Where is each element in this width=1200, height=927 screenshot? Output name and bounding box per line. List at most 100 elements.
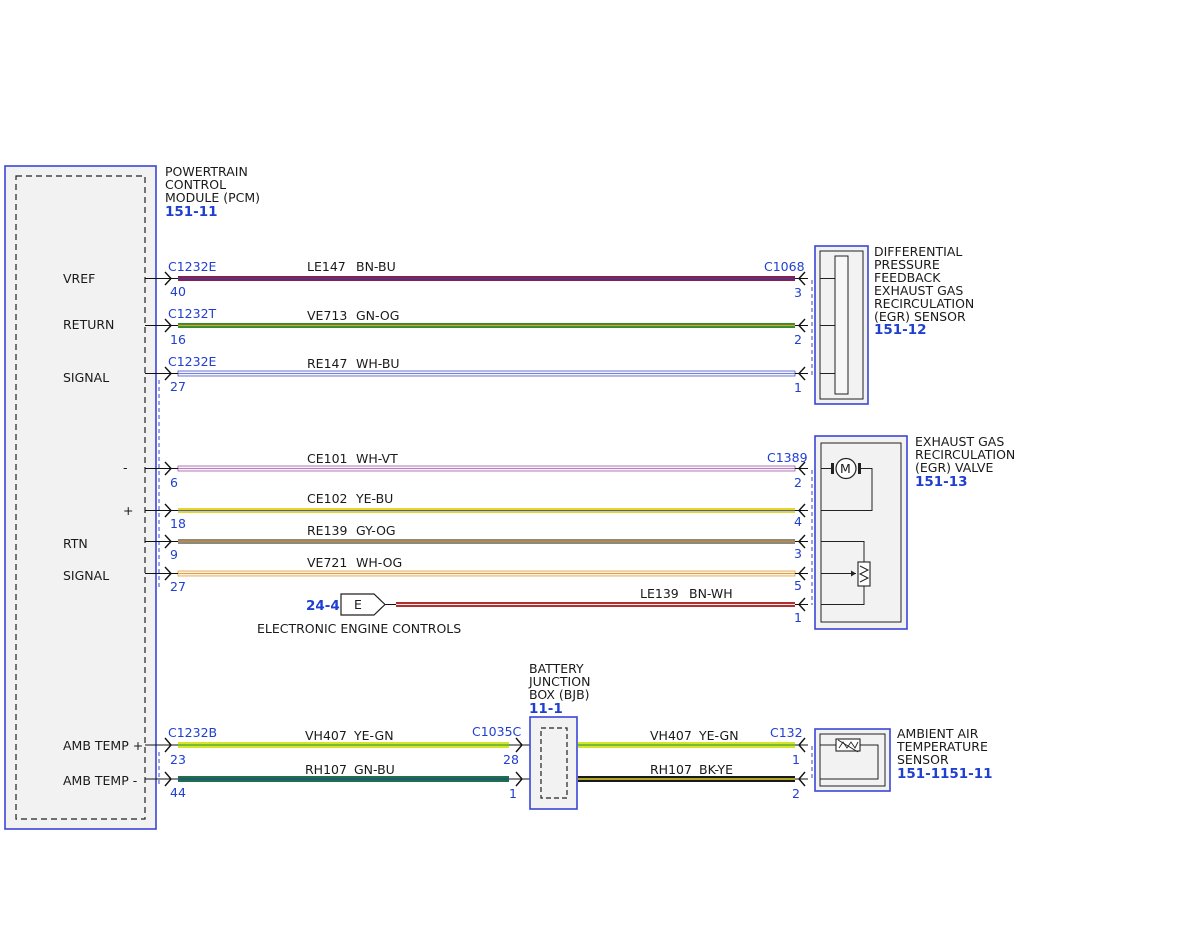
w3-dev-pin: 1: [794, 380, 802, 395]
bjb-name-line-2: JUNCTION: [528, 674, 590, 689]
pcm-ref-link[interactable]: 151-11: [165, 204, 218, 220]
w9a-circuit: VH407: [305, 728, 347, 743]
w9a-pcm-connector: C1232B: [168, 725, 217, 740]
iat-name-line-2: TEMPERATURE: [896, 739, 988, 754]
pcm-name-line-1: POWERTRAIN: [165, 164, 248, 179]
wire-labels: C1232E 40 LE147 BN-BU C1068 3 C1232T 16 …: [168, 259, 808, 801]
w1-dev-pin: 3: [794, 285, 802, 300]
w6-dev-pin: 3: [794, 546, 802, 561]
w2-color: GN-OG: [356, 308, 399, 323]
eec-ref-link[interactable]: 24-4: [306, 598, 340, 614]
dpfe-ref-link[interactable]: 151-12: [874, 322, 927, 338]
wire-le147[interactable]: [145, 276, 808, 281]
w8-dev-pin: 1: [794, 610, 802, 625]
ambient-air-temp-sensor: AMBIENT AIR TEMPERATURE SENSOR 151-1 151…: [814, 726, 993, 792]
w1-dev-connector: C1068: [764, 259, 805, 274]
w2-pcm-pin: 16: [170, 332, 186, 347]
w2-circuit: VE713: [307, 308, 347, 323]
w7-color: WH-OG: [356, 555, 402, 570]
w6-pcm-pin: 9: [170, 547, 178, 562]
wire-vh407-bjb-sensor[interactable]: [578, 742, 808, 748]
w3-circuit: RE147: [307, 356, 347, 371]
w1-circuit: LE147: [307, 259, 346, 274]
w6-circuit: RE139: [307, 523, 347, 538]
w4-circuit: CE101: [307, 451, 348, 466]
w4-pcm-pin: 6: [170, 475, 178, 490]
wire-ve713[interactable]: [145, 323, 808, 328]
w9a-bjb-connector: C1035C: [472, 724, 522, 739]
w2-dev-pin: 2: [794, 332, 802, 347]
pcm-pin-vref: VREF: [63, 271, 95, 286]
dpfe-sensor: DIFFERENTIAL PRESSURE FEEDBACK EXHAUST G…: [814, 244, 974, 405]
w9a-pcm-pin: 23: [170, 752, 186, 767]
egr-ref-link[interactable]: 151-13: [915, 474, 968, 490]
w1-color: BN-BU: [356, 259, 396, 274]
dpfe-name-line-3: FEEDBACK: [874, 270, 941, 285]
iat-ref-link-2[interactable]: 151-11: [940, 766, 993, 782]
bjb-name-line-1: BATTERY: [529, 661, 584, 676]
eec-offpage-connector-icon: [340, 593, 386, 616]
pcm-border: [4, 165, 157, 830]
eec-label: ELECTRONIC ENGINE CONTROLS: [257, 621, 461, 636]
motor-icon: [835, 457, 857, 480]
wire-ve721[interactable]: [145, 570, 808, 577]
pcm-pin-rtn: RTN: [63, 536, 88, 551]
w3-pcm-pin: 27: [170, 379, 186, 394]
pcm-module: POWERTRAIN CONTROL MODULE (PCM) 151-11 V…: [4, 164, 260, 830]
w10a-color: GN-BU: [354, 762, 395, 777]
w4-dev-pin: 2: [794, 475, 802, 490]
w8-color: BN-WH: [689, 586, 733, 601]
w5-circuit: CE102: [307, 491, 348, 506]
egr-valve: M EXHAUST GAS RECIRCULATION (EGR) VALVE …: [814, 434, 1015, 630]
w5-dev-pin: 4: [794, 514, 802, 529]
pcm-pin-arrows: [164, 271, 172, 787]
wire-le139[interactable]: [385, 602, 808, 607]
w3-pcm-connector: C1232E: [168, 354, 217, 369]
wire-ce102[interactable]: [145, 508, 808, 513]
egr-name-line-2: RECIRCULATION: [915, 447, 1015, 462]
egr-name-line-1: EXHAUST GAS: [915, 434, 1004, 449]
w9a-color: YE-GN: [353, 728, 394, 743]
wire-re139[interactable]: [145, 539, 808, 544]
w4-color: WH-VT: [356, 451, 398, 466]
wire-rh107-bjb-sensor[interactable]: [578, 776, 808, 782]
w4-dev-connector: C1389: [767, 450, 808, 465]
w7-dev-pin: 5: [794, 578, 802, 593]
bjb-outer-box: [529, 716, 578, 810]
eec-reference[interactable]: 24-4 E ELECTRONIC ENGINE CONTROLS: [257, 593, 461, 636]
bjb-ref-link[interactable]: 11-1: [529, 701, 563, 717]
dpfe-name-line-2: PRESSURE: [874, 257, 940, 272]
w1-pcm-connector: C1232E: [168, 259, 217, 274]
w10b-circuit: RH107: [650, 762, 692, 777]
w10a-pcm-pin: 44: [170, 785, 186, 800]
wire-re147[interactable]: [145, 370, 808, 377]
iat-ref-link-1[interactable]: 151-1: [897, 766, 940, 782]
pcm-pin-minus: -: [123, 460, 128, 475]
pcm-pin-signal-2: SIGNAL: [63, 568, 109, 583]
dpfe-name-line-1: DIFFERENTIAL: [874, 244, 962, 259]
dpfe-name-line-6: (EGR) SENSOR: [874, 309, 966, 324]
device-pin-arrows: [515, 271, 806, 787]
w9a-bjb-pin: 28: [503, 752, 519, 767]
w9b-dev-pin: 1: [792, 752, 800, 767]
w2-pcm-connector: C1232T: [168, 306, 217, 321]
w3-color: WH-BU: [356, 356, 400, 371]
wire-vh407-pcm-bjb[interactable]: [145, 742, 530, 748]
dpfe-element: [834, 255, 849, 395]
egr-name-line-3: (EGR) VALVE: [915, 460, 993, 475]
wire-rh107-pcm-bjb[interactable]: [145, 776, 530, 782]
w1-pcm-pin: 40: [170, 284, 186, 299]
w5-color: YE-BU: [355, 491, 393, 506]
w9b-circuit: VH407: [650, 728, 692, 743]
w5-pcm-pin: 18: [170, 516, 186, 531]
pcm-pin-amb-temp-plus: AMB TEMP +: [63, 738, 143, 753]
w7-circuit: VE721: [307, 555, 347, 570]
w8-circuit: LE139: [640, 586, 679, 601]
dpfe-name-line-4: EXHAUST GAS: [874, 283, 963, 298]
w10a-bjb-pin: 1: [509, 786, 517, 801]
motor-symbol: M: [840, 461, 851, 476]
bjb: BATTERY JUNCTION BOX (BJB) 11-1: [528, 661, 590, 810]
wire-ce101[interactable]: [145, 465, 808, 472]
w10b-dev-pin: 2: [792, 786, 800, 801]
